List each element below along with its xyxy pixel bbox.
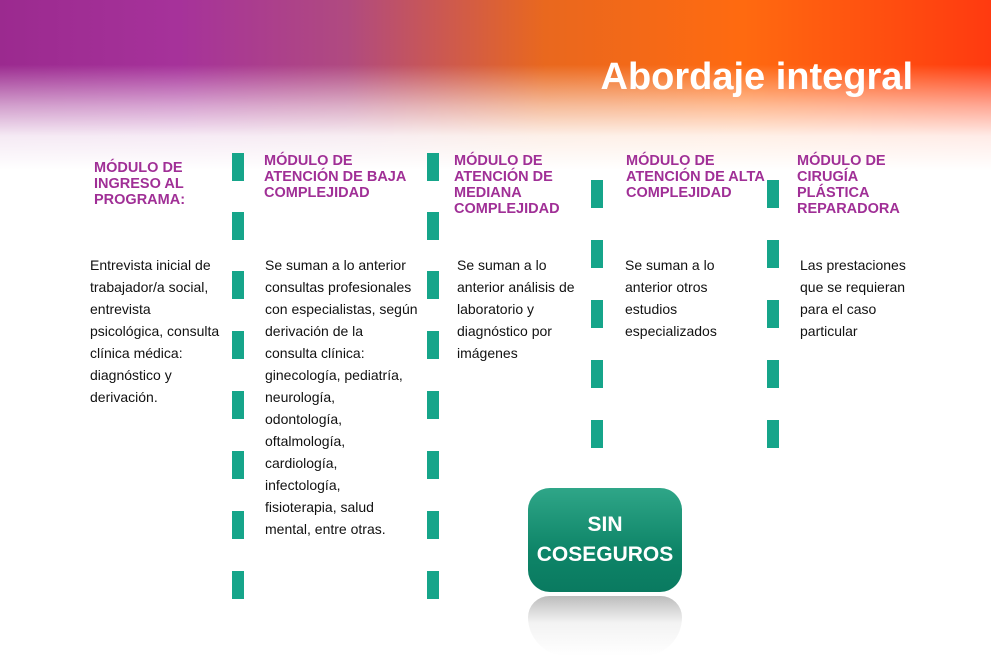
body-line: imágenes [457,345,518,361]
module-alta-body: Se suman a lo anterior otros estudios es… [625,254,717,342]
heading-line: INGRESO AL [94,176,184,192]
heading-line: CIRUGÍA [797,169,859,185]
body-line: psicológica, consulta [90,323,220,339]
body-line: para el caso [800,301,877,317]
heading-line: MóDULO DE [797,153,886,169]
module-baja-body: Se suman a lo anterior consultas profesi… [265,254,418,540]
divider-dash [767,360,779,388]
divider-dash [232,212,244,240]
header-fade [0,0,991,170]
heading-line: MóDULO DE [264,153,353,169]
heading-line: MEDIANA [454,185,522,201]
body-line: derivación. [90,389,158,405]
body-line: oftalmología, [265,433,346,449]
module-alta-heading: MóDULO DE ATENCIóN DE ALTA COMPLEJIDAD [626,153,765,201]
divider-dash [427,571,439,599]
badge-line: COSEGUROS [536,543,674,566]
module-ingreso-body: Entrevista inicial de trabajador/a socia… [90,254,219,408]
module-cirugia-heading: MóDULO DE CIRUGÍA PLÁSTICA REPARADORA [797,153,900,217]
body-line: Entrevista inicial de [90,257,211,273]
body-line: Las prestaciones [800,257,906,273]
divider-dash [232,391,244,419]
divider-dash [767,420,779,448]
divider-dash [427,212,439,240]
body-line: fisioterapia, salud [265,499,374,515]
badge-reflection [528,596,682,656]
divider-dash [591,300,603,328]
divider-dash [591,240,603,268]
heading-line: COMPLEJIDAD [264,185,370,201]
body-line: ginecología, pediatría, [265,367,403,383]
divider-dash [591,180,603,208]
badge-line: SIN [587,513,623,536]
module-mediana-heading: MóDULO DE ATENCIóN DE MEDIANA COMPLEJIDA… [454,153,560,217]
divider-dash [591,360,603,388]
divider-dash [427,331,439,359]
module-cirugia-body: Las prestaciones que se requieran para e… [800,254,906,342]
divider-dash [232,331,244,359]
body-line: especializados [625,323,717,339]
heading-line: REPARADORA [797,201,900,217]
body-line: anterior análisis de [457,279,575,295]
body-line: derivación de la [265,323,364,339]
divider-dash [232,153,244,181]
heading-line: MóDULO DE [94,160,183,176]
body-line: estudios [625,301,678,317]
divider-dash [767,240,779,268]
body-line: clínica médica: [90,345,183,361]
heading-line: MóDULO DE [454,153,543,169]
body-line: con especialistas, según [265,301,418,317]
divider-dash [427,153,439,181]
body-line: neurología, [265,389,336,405]
body-line: diagnóstico por [457,323,552,339]
module-baja-heading: MóDULO DE ATENCIóN DE BAJA COMPLEJIDAD [264,153,406,201]
body-line: trabajador/a social, [90,279,209,295]
body-line: mental, entre otras. [265,521,386,537]
body-line: cardiología, [265,455,338,471]
heading-line: PROGRAMA: [94,192,186,208]
body-line: que se requieran [800,279,906,295]
sin-coseguros-badge: SIN COSEGUROS [528,488,682,592]
divider-dash [427,511,439,539]
body-line: diagnóstico y [90,367,172,383]
divider-dash [232,451,244,479]
body-line: odontología, [265,411,343,427]
divider-dash [232,271,244,299]
heading-line: COMPLEJIDAD [454,201,560,217]
heading-line: PLÁSTICA [797,185,870,201]
heading-line: COMPLEJIDAD [626,185,732,201]
body-line: Se suman a lo anterior [265,257,406,273]
body-line: Se suman a lo [625,257,715,273]
divider-dash [232,511,244,539]
body-line: entrevista [90,301,151,317]
divider-dash [427,271,439,299]
body-line: particular [800,323,858,339]
body-line: anterior otros [625,279,708,295]
body-line: consulta clínica: [265,345,365,361]
body-line: infectología, [265,477,341,493]
divider-dash [232,571,244,599]
divider-dash [427,451,439,479]
module-ingreso-heading: MóDULO DE INGRESO AL PROGRAMA: [94,160,185,208]
module-mediana-body: Se suman a lo anterior análisis de labor… [457,254,575,364]
divider-dash [767,300,779,328]
heading-line: MóDULO DE [626,153,715,169]
body-line: Se suman a lo [457,257,547,273]
heading-line: ATENCIóN DE BAJA [264,169,407,185]
divider-dash [767,180,779,208]
body-line: consultas profesionales [265,279,412,295]
divider-dash [427,391,439,419]
page-title: Abordaje integral [600,56,914,98]
heading-line: ATENCIóN DE ALTA [626,169,765,185]
body-line: laboratorio y [457,301,535,317]
divider-dash [591,420,603,448]
heading-line: ATENCIóN DE [454,169,553,185]
